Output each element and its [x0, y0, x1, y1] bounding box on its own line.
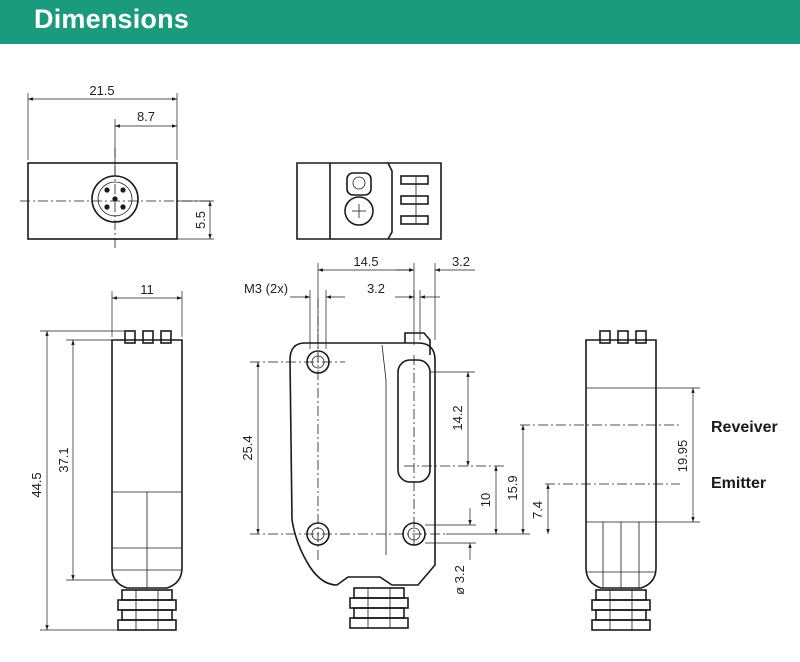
label-emitter: Emitter	[711, 475, 766, 492]
dim-emitter-height: 7.4	[530, 501, 545, 519]
dim-hole-spacing-h: 14.5	[353, 254, 378, 269]
dim-thread: M3 (2x)	[244, 281, 288, 296]
dim-side-width: 11	[140, 282, 154, 297]
page-title: Dimensions	[34, 4, 190, 34]
dim-top-height: 5.5	[193, 211, 208, 229]
dim-top-connector-offset: 8.7	[137, 109, 155, 124]
dim-optical-axis-15-9: 15.9	[505, 475, 520, 500]
dim-total-height: 44.5	[29, 472, 44, 497]
dim-hole-diameter: ø 3.2	[452, 565, 467, 595]
top-view	[20, 93, 214, 248]
dim-edge-offset-right: 3.2	[452, 254, 470, 269]
side-view-left	[40, 291, 183, 631]
dim-receiver-height: 14.2	[450, 405, 465, 430]
dim-hole-offset: 3.2	[367, 281, 385, 296]
label-receiver: Reveiver	[711, 419, 778, 436]
dim-mount-distance: 25.4	[240, 435, 255, 460]
dim-body-height: 37.1	[56, 447, 71, 472]
dim-window-height: 19.95	[675, 440, 690, 473]
front-view	[250, 263, 550, 629]
dim-top-width: 21.5	[89, 83, 114, 98]
top-view-middle	[296, 162, 442, 240]
dim-optical-axis-10: 10	[478, 493, 493, 507]
header-bar: Dimensions	[0, 0, 800, 44]
side-view-right	[520, 330, 700, 631]
